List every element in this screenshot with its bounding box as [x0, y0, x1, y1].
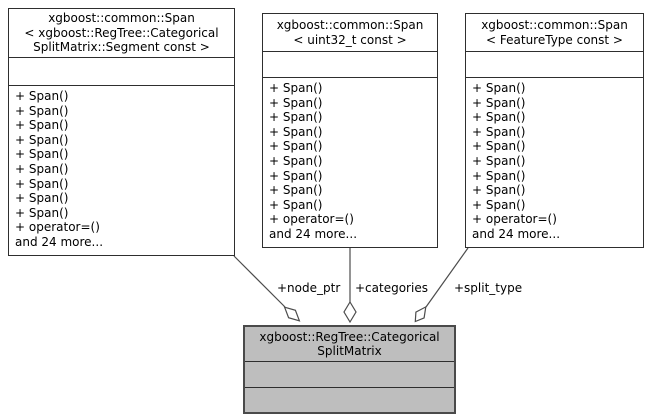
edge-label-split-type: +split_type	[454, 281, 523, 295]
class-title-line: xgboost::RegTree::Categorical	[259, 329, 440, 344]
class-title-line: SplitMatrix	[317, 344, 382, 358]
method-row: + operator=()	[269, 212, 354, 227]
method-row: + Span()	[269, 110, 323, 125]
method-row: + Span()	[269, 124, 323, 139]
edge-label-categories: +categories	[355, 281, 428, 295]
method-row: + Span()	[15, 118, 69, 133]
aggregation-diamond-split-type	[414, 305, 427, 323]
method-row: + Span()	[472, 197, 526, 212]
class-title-line: < xgboost::RegTree::Categorical	[24, 25, 219, 40]
class-node-span-featuretype[interactable]: xgboost::common::Span< FeatureType const…	[465, 13, 644, 248]
method-row: + Span()	[269, 153, 323, 168]
method-row: + Span()	[15, 103, 69, 118]
aggregation-diamond-categories	[343, 300, 357, 324]
method-row: + operator=()	[472, 212, 557, 227]
attributes-compartment	[263, 52, 437, 78]
class-title-line: xgboost::common::Span	[481, 18, 628, 32]
method-row: + Span()	[472, 81, 526, 95]
edge-node-ptr	[233, 255, 286, 308]
method-row: + Span()	[472, 183, 526, 198]
class-title: xgboost::common::Span< uint32_t const >	[263, 14, 437, 52]
method-row: + Span()	[472, 110, 526, 125]
class-title-line: < uint32_t const >	[293, 32, 407, 47]
method-row: + Span()	[472, 153, 526, 168]
method-row: + Span()	[472, 139, 526, 154]
class-title-line: xgboost::common::Span	[48, 11, 195, 26]
method-row: + Span()	[15, 89, 69, 103]
method-row: + Span()	[269, 139, 323, 154]
method-row: and 24 more...	[269, 226, 358, 241]
method-row: + Span()	[269, 81, 323, 95]
method-row: + Span()	[472, 95, 526, 110]
method-row: + Span()	[15, 191, 69, 206]
class-title-line: < FeatureType const >	[486, 32, 623, 47]
attributes-compartment	[466, 52, 643, 78]
method-list: + Span()+ Span()+ Span()+ Span()+ Span()…	[9, 86, 234, 255]
method-row: + Span()	[15, 132, 69, 147]
edge-label-node-ptr: +node_ptr	[277, 281, 341, 295]
method-row: + Span()	[472, 124, 526, 139]
attributes-compartment	[9, 58, 234, 86]
method-row: + Span()	[15, 205, 69, 220]
class-title: xgboost::common::Span< FeatureType const…	[466, 14, 643, 52]
method-row: + operator=()	[15, 220, 100, 235]
method-row: + Span()	[269, 95, 323, 110]
class-node-span-segment[interactable]: xgboost::common::Span< xgboost::RegTree:…	[8, 8, 235, 256]
edge-split-type	[425, 247, 469, 308]
method-row: + Span()	[269, 168, 323, 183]
method-row: and 24 more...	[472, 226, 561, 241]
method-row: + Span()	[269, 183, 323, 198]
method-row: + Span()	[15, 147, 69, 162]
class-title: xgboost::common::Span< xgboost::RegTree:…	[9, 9, 234, 58]
method-row: + Span()	[15, 176, 69, 191]
method-row: + Span()	[472, 168, 526, 183]
method-row: + Span()	[269, 197, 323, 212]
method-row: and 24 more...	[15, 234, 104, 249]
method-row: + Span()	[15, 161, 69, 176]
attributes-compartment	[245, 362, 454, 388]
class-title-line: SplitMatrix::Segment const >	[33, 40, 210, 55]
aggregation-diamond-node-ptr	[283, 306, 301, 322]
method-list: + Span()+ Span()+ Span()+ Span()+ Span()…	[466, 78, 643, 247]
methods-compartment	[245, 388, 454, 412]
class-node-span-uint32[interactable]: xgboost::common::Span< uint32_t const > …	[262, 13, 438, 248]
method-list: + Span()+ Span()+ Span()+ Span()+ Span()…	[263, 78, 437, 247]
class-title-line: xgboost::common::Span	[276, 18, 424, 32]
